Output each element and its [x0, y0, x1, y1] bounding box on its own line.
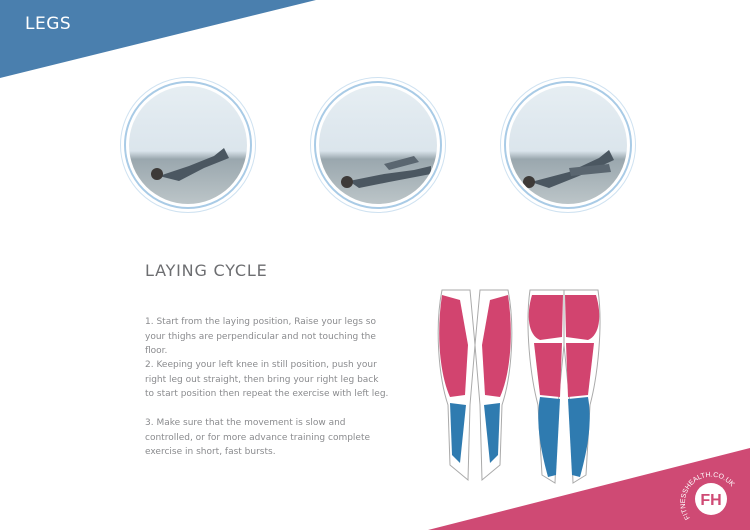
- legs-back-view: [527, 289, 601, 484]
- fitnesshealth-logo: FH FITNESSHEALTH.CO.UK: [680, 472, 736, 521]
- exercise-title: LAYING CYCLE: [145, 261, 268, 280]
- exercise-step-1: 1. Start from the laying position, Raise…: [145, 317, 376, 356]
- exercise-step-2: 2. Keeping your left knee in still posit…: [145, 360, 389, 399]
- section-title: LEGS: [25, 14, 72, 34]
- exercise-photo-step-2: [310, 77, 446, 213]
- exercise-step-3: 3. Make sure that the movement is slow a…: [145, 418, 371, 457]
- exercise-photo-step-3: [500, 77, 636, 213]
- legs-front-view: [437, 289, 513, 482]
- svg-text:FH: FH: [700, 492, 721, 509]
- exercise-photo-step-1: [120, 77, 256, 213]
- header-banner: [0, 0, 316, 78]
- footer-banner: [428, 448, 750, 530]
- leg-muscles-diagram: [437, 289, 601, 484]
